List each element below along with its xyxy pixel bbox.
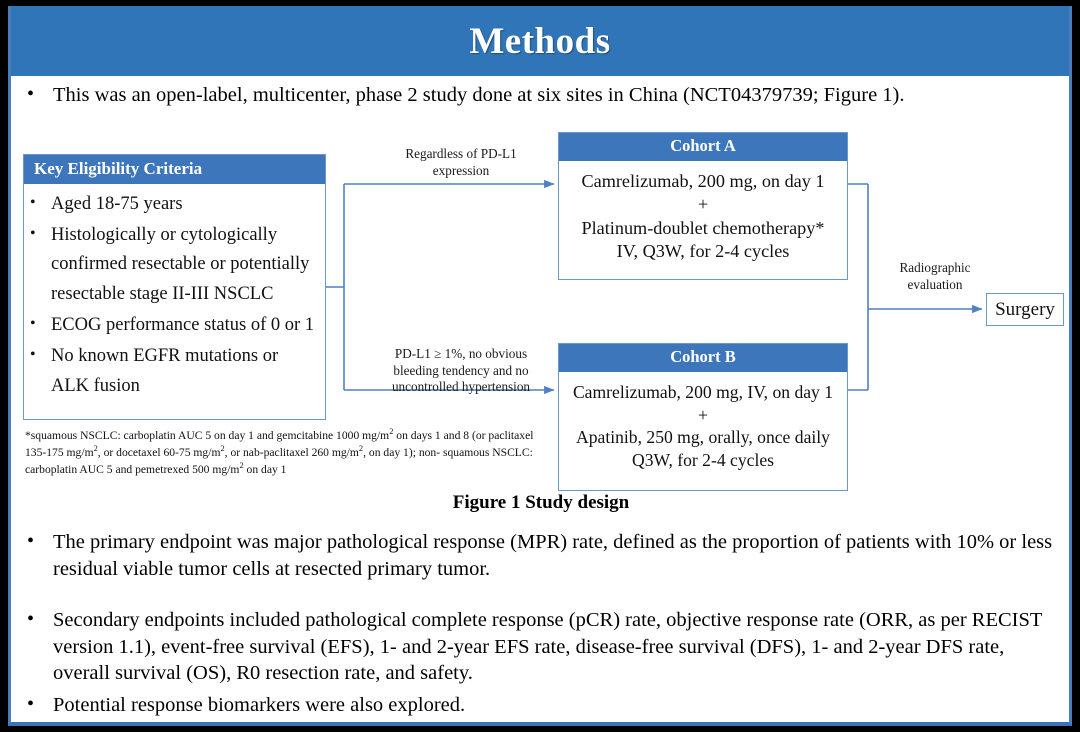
cohort-b-body: Camrelizumab, 200 mg, IV, on day 1 + Apa…	[559, 372, 847, 481]
eligibility-list: • Aged 18-75 years • Histologically or c…	[24, 184, 325, 408]
cohort-b-box: Cohort B Camrelizumab, 200 mg, IV, on da…	[558, 343, 848, 491]
connector-label-line: evaluation	[907, 276, 963, 292]
list-item: • Histologically or cytologically confir…	[30, 221, 319, 311]
footnote-l1b: on days 1 and 8 (or	[393, 428, 486, 442]
bullet-glyph: •	[27, 530, 35, 552]
connector-label-line: bleeding tendency and no	[393, 362, 529, 378]
connector-label-line: Radiographic	[899, 260, 971, 275]
list-item: • No known EGFR mutations or ALK fusion	[30, 342, 319, 402]
bullet-glyph: •	[30, 224, 36, 242]
figure-caption: Figure 1 Study design	[452, 492, 630, 513]
eligibility-item-text: Histologically or cytologically confirme…	[51, 224, 310, 305]
cohort-a-box: Cohort A Camrelizumab, 200 mg, on day 1 …	[558, 132, 848, 280]
surgery-box: Surgery	[986, 293, 1064, 326]
bullet-glyph: •	[27, 83, 35, 105]
footnote-l2b: , or docetaxel 60-75 mg/m	[97, 446, 221, 460]
bullet-glyph: •	[27, 608, 35, 630]
eligibility-criteria-box: Key Eligibility Criteria • Aged 18-75 ye…	[23, 154, 326, 420]
cohort-a-line: IV, Q3W, for 2-4 cycles	[616, 241, 790, 262]
bullet-glyph: •	[30, 193, 36, 211]
bullet-glyph: •	[27, 693, 35, 715]
connector-label-line: uncontrolled hypertension	[391, 379, 531, 394]
list-item: • Aged 18-75 years	[30, 190, 319, 220]
footnote-sup: 2	[239, 461, 244, 471]
cohort-a-line: Camrelizumab, 200 mg, on day 1	[581, 170, 825, 191]
cohort-a-line: Platinum-doublet chemotherapy*	[581, 217, 825, 238]
cohort-a-body: Camrelizumab, 200 mg, on day 1 + Platinu…	[559, 161, 847, 273]
cohort-b-line: +	[698, 404, 708, 425]
footnote-sup: 2	[389, 427, 394, 436]
chemotherapy-footnote: *squamous NSCLC: carboplatin AUC 5 on da…	[25, 426, 540, 477]
footnote-sup: 2	[358, 444, 364, 454]
cohort-a-line: +	[697, 194, 709, 215]
cohort-b-line: Camrelizumab, 200 mg, IV, on day 1	[572, 381, 834, 402]
cohort-a-header: Cohort A	[559, 133, 847, 161]
footnote-l3b: on day 1	[243, 463, 287, 477]
bullet-glyph: •	[30, 346, 36, 364]
endpoint-bullet-text: Potential response biomarkers were also …	[53, 694, 466, 716]
endpoint-bullet-secondary: • Secondary endpoints included pathologi…	[23, 607, 1053, 687]
surgery-label: Surgery	[995, 298, 1055, 320]
slide-title-band: Methods	[11, 6, 1069, 76]
eligibility-header: Key Eligibility Criteria	[24, 155, 325, 184]
connector-label-line: Regardless of PD-L1	[405, 146, 517, 161]
eligibility-item-text: Aged 18-75 years	[51, 193, 183, 214]
connector-label-cohort-b: PD-L1 ≥ 1%, no obvious bleeding tendency…	[366, 346, 556, 396]
footnote-l1a: *squamous NSCLC: carboplatin AUC 5 on da…	[25, 428, 390, 442]
lead-bullet: • This was an open-label, multicenter, p…	[23, 82, 1063, 109]
list-item: • ECOG performance status of 0 or 1	[30, 311, 319, 341]
endpoint-bullet-primary: • The primary endpoint was major patholo…	[23, 529, 1053, 582]
endpoint-bullet-text: Secondary endpoints included pathologica…	[53, 609, 1043, 685]
eligibility-item-text: No known EGFR mutations or ALK fusion	[51, 346, 279, 397]
connector-label-line: PD-L1 ≥ 1%, no obvious	[394, 346, 528, 361]
endpoint-bullet-biomarkers: • Potential response biomarkers were als…	[23, 692, 923, 719]
lead-bullet-text: This was an open-label, multicenter, pha…	[53, 84, 905, 106]
connector-label-cohort-a: Regardless of PD-L1 expression	[376, 146, 546, 179]
footnote-l2d: , on day 1); non-	[363, 446, 441, 460]
slide-inner-frame: Methods • This was an open-label, multic…	[8, 6, 1072, 726]
footnote-sup: 2	[93, 444, 98, 454]
footnote-sup: 2	[220, 444, 225, 454]
footnote-l3a: squamous NSCLC: carboplatin AUC 5 and pe…	[25, 446, 533, 477]
endpoint-bullet-text: The primary endpoint was major pathologi…	[53, 531, 1053, 580]
connector-label-line: expression	[432, 162, 490, 178]
page-title: Methods	[469, 20, 611, 62]
cohort-b-header: Cohort B	[559, 344, 847, 372]
cohort-b-line: Q3W, for 2-4 cycles	[631, 450, 774, 471]
study-design-figure: Key Eligibility Criteria • Aged 18-75 ye…	[11, 118, 1069, 513]
footnote-l2a: paclitaxel 135-175 mg/m	[25, 428, 534, 460]
cohort-b-line: Apatinib, 250 mg, orally, once daily	[576, 427, 830, 448]
footnote-l2c: , or nab-paclitaxel 260 mg/m	[224, 446, 359, 460]
connector-label-surgery: Radiographic evaluation	[879, 260, 991, 293]
bullet-glyph: •	[30, 315, 36, 333]
eligibility-item-text: ECOG performance status of 0 or 1	[51, 315, 315, 336]
